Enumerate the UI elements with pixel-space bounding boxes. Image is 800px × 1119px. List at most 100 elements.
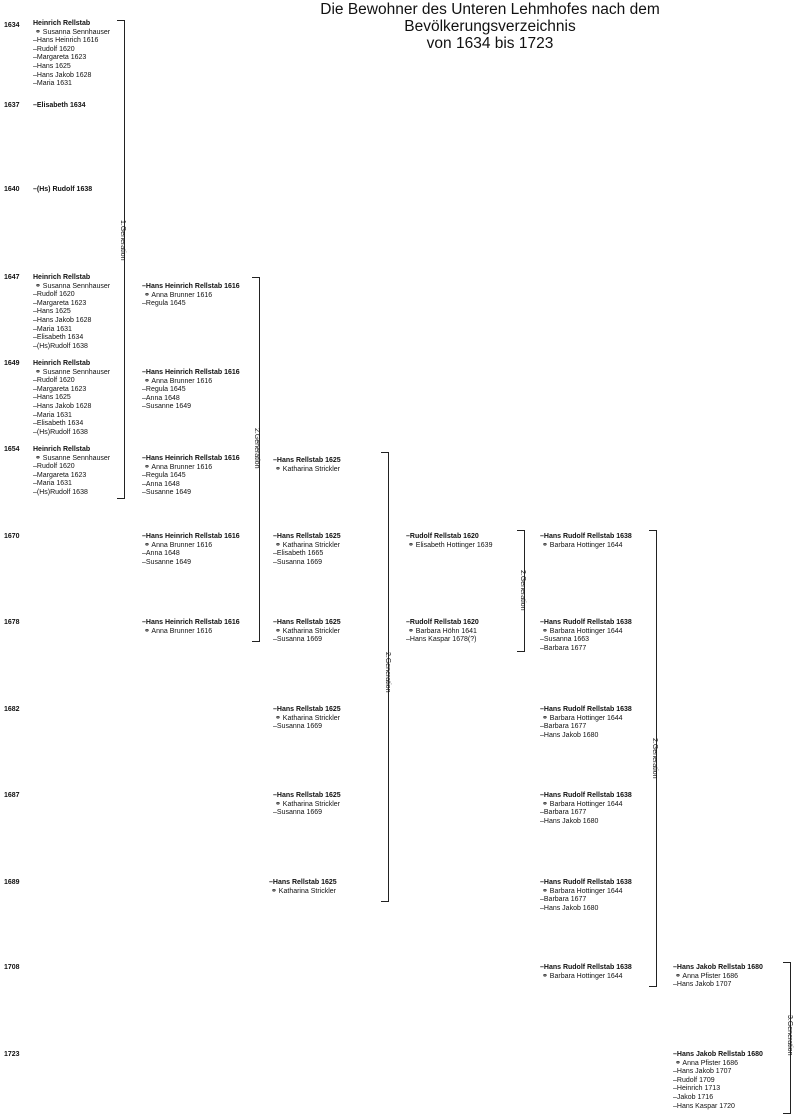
person-line: –Hans Rudolf Rellstab 1638	[540, 706, 632, 713]
generation-bracket	[252, 277, 260, 642]
household-entry: –Hans Heinrich Rellstab 1616⚭ Anna Brunn…	[142, 283, 240, 309]
person-line: –Hans Jakob 1707	[673, 981, 732, 989]
person-line: –Hans Rellstab 1625	[273, 533, 341, 540]
generation-bracket	[649, 530, 657, 987]
person-line: –Anna 1648	[142, 394, 180, 402]
person-line: –Elisabeth 1665	[273, 550, 324, 558]
person-line: ⚭ Katharina Strickler	[271, 887, 336, 895]
household-entry: –(Hs) Rudolf 1638	[33, 186, 92, 195]
person-line: –(Hs)Rudolf 1638	[33, 428, 88, 436]
household-entry: –Hans Rudolf Rellstab 1638⚭ Barbara Hott…	[540, 964, 632, 981]
household-entry: –Hans Rellstab 1625⚭ Katharina Strickler…	[273, 706, 341, 732]
household-entry: –Hans Rellstab 1625⚭ Katharina Strickler…	[273, 619, 341, 645]
household-entry: –Hans Heinrich Rellstab 1616⚭ Anna Brunn…	[142, 533, 240, 567]
person-line: ⚭ Anna Brunner 1616	[144, 291, 213, 299]
household-entry: –Hans Heinrich Rellstab 1616⚭ Anna Brunn…	[142, 619, 240, 636]
person-line: –Elisabeth 1634	[33, 420, 84, 428]
person-line: –Susanne 1649	[142, 489, 192, 497]
person-line: –Hans Kaspar 1720	[673, 1102, 735, 1110]
person-line: Heinrich Rellstab	[33, 360, 91, 367]
person-line: –Hans 1625	[33, 308, 71, 316]
generation-label: 1.Generation	[119, 220, 126, 261]
person-line: –Hans Heinrich Rellstab 1616	[142, 283, 240, 290]
person-line: ⚭ Barbara Höhn 1641	[408, 627, 477, 635]
title-line-2: von 1634 bis 1723	[426, 35, 554, 52]
person-line: –Maria 1631	[33, 80, 72, 88]
person-line: –Rudolf Rellstab 1620	[406, 619, 479, 626]
household-entry: –Hans Rellstab 1625⚭ Katharina Strickler…	[273, 533, 341, 567]
household-entry: Heinrich Rellstab⚭ Susanna Sennhauser–Ru…	[33, 274, 110, 351]
person-line: –Rudolf 1620	[33, 291, 75, 299]
person-line: –Hans Heinrich Rellstab 1616	[142, 369, 240, 376]
person-line: –Susanna 1663	[540, 636, 590, 644]
generation-label: 3.Generation	[786, 1015, 793, 1056]
person-line: –Hans Jakob 1628	[33, 71, 92, 79]
person-line: –Barbara 1677	[540, 723, 587, 731]
person-line: –Margareta 1623	[33, 299, 87, 307]
generation-bracket	[381, 452, 389, 902]
year-label: 1687	[4, 792, 20, 799]
person-line: –Margareta 1623	[33, 471, 87, 479]
household-entry: –Hans Rellstab 1625⚭ Katharina Strickler…	[273, 792, 341, 818]
generation-bracket	[783, 962, 791, 1114]
generation-label: 2.Generation	[253, 428, 260, 469]
person-line: –Anna 1648	[142, 550, 180, 558]
person-line: ⚭ Barbara Hottinger 1644	[542, 714, 623, 722]
person-line: –(Hs) Rudolf 1638	[33, 186, 93, 193]
title-line-1: Die Bewohner des Unteren Lehmhofes nach …	[320, 1, 660, 35]
person-line: –Hans Heinrich Rellstab 1616	[142, 455, 240, 462]
person-line: –Hans Kaspar 1678(?)	[406, 636, 477, 644]
year-label: 1647	[4, 274, 20, 281]
generation-bracket	[117, 20, 125, 499]
person-line: ⚭ Katharina Strickler	[275, 714, 340, 722]
person-line: –Hans Rudolf Rellstab 1638	[540, 619, 632, 626]
year-label: 1708	[4, 964, 20, 971]
person-line: –Rudolf 1620	[33, 377, 75, 385]
person-line: –Hans Rellstab 1625	[269, 879, 337, 886]
household-entry: Heinrich Rellstab⚭ Susanne Sennhauser–Ru…	[33, 360, 110, 437]
person-line: –Hans Rellstab 1625	[273, 457, 341, 464]
document-title: Die Bewohner des Unteren Lehmhofes nach …	[290, 1, 690, 52]
person-line: –(Hs)Rudolf 1638	[33, 488, 88, 496]
household-entry: –Hans Rellstab 1625⚭ Katharina Strickler	[273, 457, 341, 474]
person-line: –Hans Rellstab 1625	[273, 619, 341, 626]
person-line: –Hans Jakob 1680	[540, 731, 599, 739]
person-line: –Margareta 1623	[33, 385, 87, 393]
person-line: –Barbara 1677	[540, 644, 587, 652]
person-line: ⚭ Anna Brunner 1616	[144, 541, 213, 549]
person-line: –Susanna 1669	[273, 809, 323, 817]
person-line: –Hans Heinrich Rellstab 1616	[142, 619, 240, 626]
person-line: ⚭ Katharina Strickler	[275, 800, 340, 808]
year-label: 1670	[4, 533, 20, 540]
person-line: ⚭ Katharina Strickler	[275, 627, 340, 635]
household-entry: –Hans Heinrich Rellstab 1616⚭ Anna Brunn…	[142, 369, 240, 412]
person-line: Heinrich Rellstab	[33, 274, 91, 281]
person-line: –Elisabeth 1634	[33, 102, 86, 109]
year-label: 1640	[4, 186, 20, 193]
person-line: –Anna 1648	[142, 480, 180, 488]
person-line: Heinrich Rellstab	[33, 446, 91, 453]
person-line: –Hans Jakob 1628	[33, 316, 92, 324]
person-line: –Susanna 1669	[273, 558, 323, 566]
person-line: ⚭ Susanne Sennhauser	[35, 454, 111, 462]
generation-label: 2.Generation	[519, 570, 526, 611]
year-label: 1637	[4, 102, 20, 109]
person-line: –Hans Jakob 1707	[673, 1068, 732, 1076]
generation-label: 2.Generation	[384, 652, 391, 693]
person-line: –Rudolf 1620	[33, 463, 75, 471]
year-label: 1649	[4, 360, 20, 367]
person-line: –Maria 1631	[33, 480, 72, 488]
person-line: –Rudolf 1620	[33, 45, 75, 53]
household-entry: –Hans Rudolf Rellstab 1638⚭ Barbara Hott…	[540, 879, 632, 913]
person-line: –Hans Jakob 1628	[33, 402, 92, 410]
household-entry: –Hans Rudolf Rellstab 1638⚭ Barbara Hott…	[540, 533, 632, 550]
person-line: –Hans Rellstab 1625	[273, 706, 341, 713]
person-line: ⚭ Anna Pfister 1686	[675, 1059, 739, 1067]
household-entry: –Rudolf Rellstab 1620⚭ Elisabeth Hotting…	[406, 533, 492, 550]
person-line: –Heinrich 1713	[673, 1085, 721, 1093]
household-entry: –Hans Jakob Rellstab 1680⚭ Anna Pfister …	[673, 1051, 763, 1111]
person-line: –Hans Rudolf Rellstab 1638	[540, 964, 632, 971]
person-line: ⚭ Barbara Hottinger 1644	[542, 887, 623, 895]
person-line: –Hans Jakob Rellstab 1680	[673, 964, 763, 971]
person-line: ⚭ Susanna Sennhauser	[35, 28, 111, 36]
